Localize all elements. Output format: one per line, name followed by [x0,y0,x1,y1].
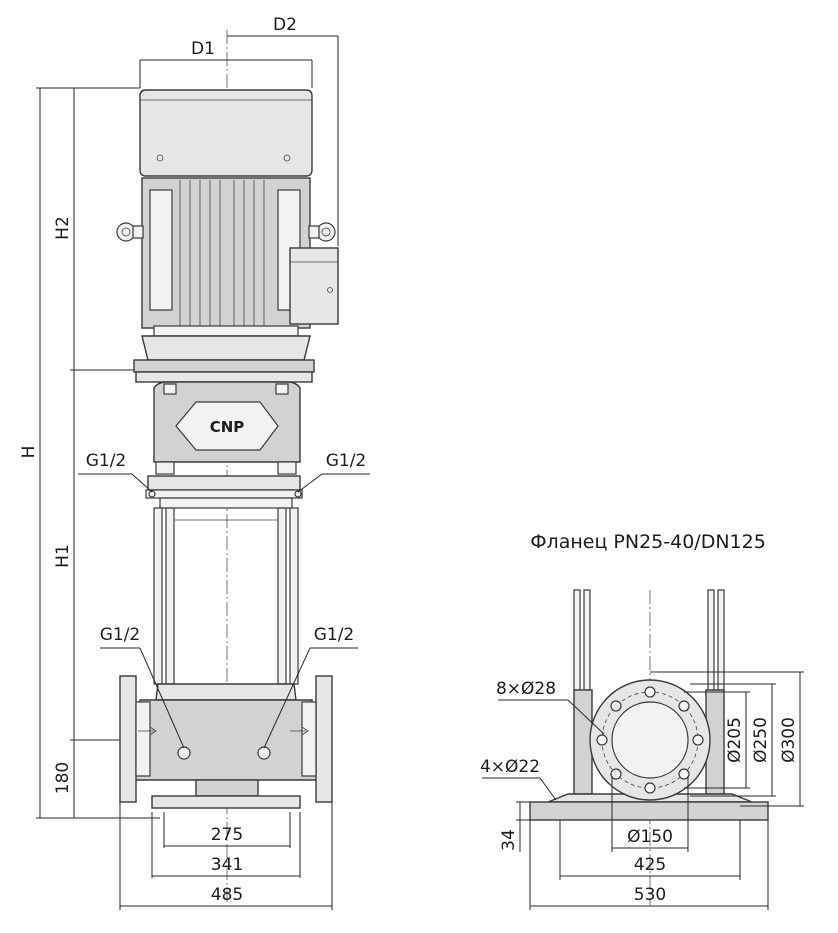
dim-h2-label: H2 [53,216,73,240]
upper-flange [145,475,303,509]
flange-face [589,679,711,801]
dim-530-label: 530 [634,885,666,905]
motor-fan-cover [139,89,313,177]
pump-column [153,507,299,685]
motor-body [116,177,336,329]
flange-holes-label: 8×Ø28 [496,679,556,699]
pump-head [153,381,301,475]
port-lower-right-label: G1/2 [314,625,355,645]
pump-base [119,675,333,809]
dim-d205-label: Ø205 [725,717,745,763]
dim-485-label: 485 [211,885,243,905]
port-upper-right-label: G1/2 [326,451,367,471]
dim-d250-label: Ø250 [751,717,771,763]
dim-341-label: 341 [211,855,243,875]
terminal-box [289,247,339,325]
port-upper-left-label: G1/2 [86,451,127,471]
dim-34-label: 34 [499,829,519,851]
base-holes-label: 4×Ø22 [480,757,540,777]
dim-180-label: 180 [53,762,73,794]
dim-h-label: H [19,446,39,459]
dim-425-label: 425 [634,855,666,875]
port-lower-left-label: G1/2 [100,625,141,645]
flange-title: Фланец PN25-40/DN125 [530,531,766,553]
dim-d1-label: D1 [191,39,215,59]
dim-275-label: 275 [211,825,243,845]
side-dimensions [482,671,804,910]
dim-d150-label: Ø150 [627,827,673,847]
dim-d2-label: D2 [273,15,297,35]
dim-d300-label: Ø300 [779,717,799,763]
motor-flange [133,325,315,383]
dim-h1-label: H1 [53,544,73,568]
front-dimensions [36,35,370,910]
brand-logo: CNP [210,418,245,436]
